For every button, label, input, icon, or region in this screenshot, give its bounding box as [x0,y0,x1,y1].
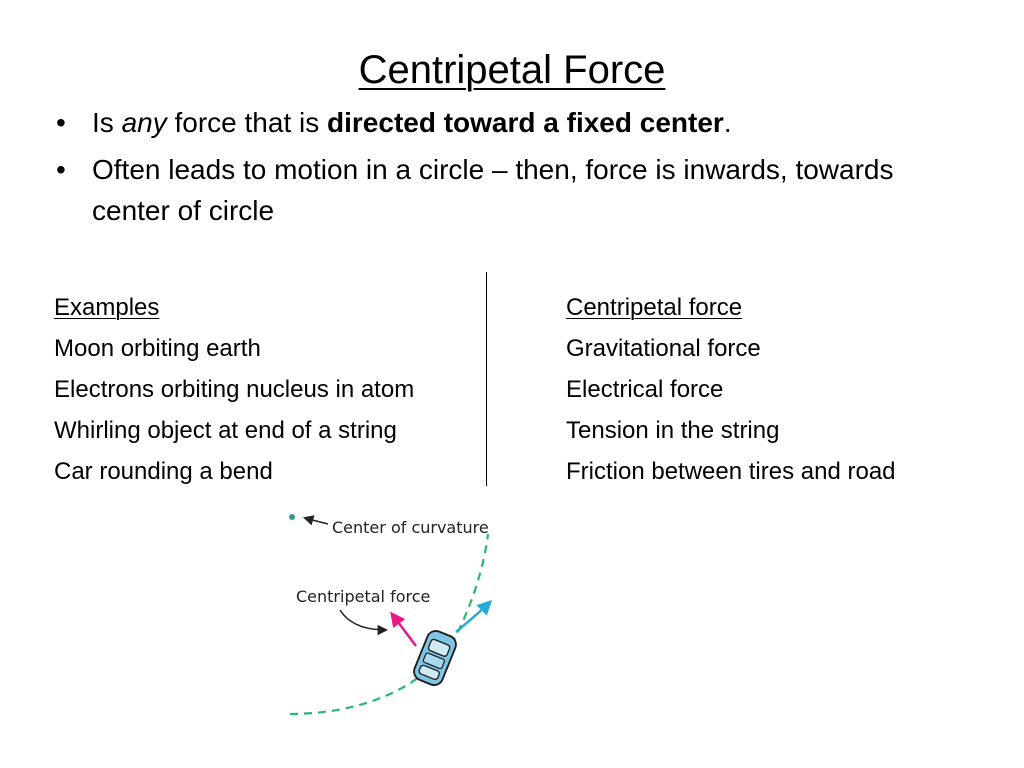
force-row: Gravitational force [566,335,761,362]
force-row: Electrical force [566,376,724,403]
car-curve-diagram: Center of curvature Centripetal force [289,514,493,716]
curved-path [289,533,490,716]
force-row: Tension in the string [566,417,780,444]
examples-column: Examples Moon orbiting earth Electrons o… [54,287,484,492]
bullet-item: • Is any force that is directed toward a… [56,102,976,143]
center-point-dot [289,514,295,520]
example-row: Moon orbiting earth [54,335,261,362]
bullet-text-part: . [723,107,732,138]
center-pointer-arrow [302,515,329,526]
bullet-mark: • [56,154,66,185]
bullet-text: Often leads to motion in a circle – then… [92,154,894,226]
example-row: Car rounding a bend [54,458,273,485]
bullet-item: • Often leads to motion in a circle – th… [56,149,976,231]
examples-header: Examples [54,294,160,321]
centripetal-force-arrow [390,611,417,647]
column-divider [486,272,487,486]
bullet-mark: • [56,107,66,138]
forces-column: Centripetal force Gravitational force El… [566,287,1006,492]
center-of-curvature-label: Center of curvature [332,518,489,537]
force-pointer-arrow [339,609,389,636]
bullet-text-part: Is [92,107,122,138]
bullet-text-part: force that is [166,107,328,138]
car-icon [413,630,457,686]
example-row: Electrons orbiting nucleus in atom [54,376,415,403]
forces-header: Centripetal force [566,294,743,321]
velocity-arrow [455,599,493,633]
example-row: Whirling object at end of a string [54,417,397,444]
centripetal-force-label: Centripetal force [296,587,430,606]
force-row: Friction between tires and road [566,458,896,485]
bullet-list: • Is any force that is directed toward a… [56,102,976,237]
bullet-emphasis: any [121,107,167,138]
bullet-strong: directed toward a fixed center [327,107,724,138]
slide-title: Centripetal Force [358,48,666,92]
